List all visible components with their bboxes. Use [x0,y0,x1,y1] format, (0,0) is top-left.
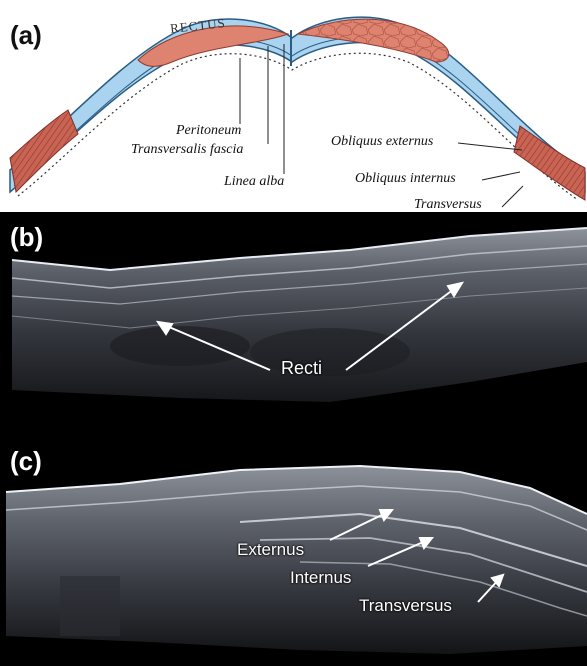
linea-alba-label: Linea alba [224,174,284,190]
panel-b-ultrasound: (b) Recti [0,212,587,436]
externus-label: Externus [237,540,304,560]
abdominal-wall-drawing [0,0,587,212]
fascia-sheath [10,17,585,192]
obliquus-internus-label: Obliquus internus [355,171,456,187]
ultrasound-image-b [0,212,587,436]
recti-label: Recti [281,358,322,379]
obliquus-externus-label: Obliquus externus [331,134,433,150]
transversus-label-a: Transversus [414,197,482,213]
transversus-label-c: Transversus [359,596,452,616]
internus-label: Internus [290,568,351,588]
panel-b-tag: (b) [10,222,43,253]
transversalis-fascia-label: Transversalis fascia [131,142,243,158]
panel-c-tag: (c) [10,446,42,477]
panel-c-ultrasound: (c) Externus Internus Transversus [0,436,587,666]
panel-a-tag: (a) [10,20,42,51]
peritoneum-label: Peritoneum [176,123,241,139]
peritoneum-line [18,53,578,200]
panel-a-anatomy-diagram: (a) RECTUS Peritoneum Transversalis fasc… [0,0,587,212]
